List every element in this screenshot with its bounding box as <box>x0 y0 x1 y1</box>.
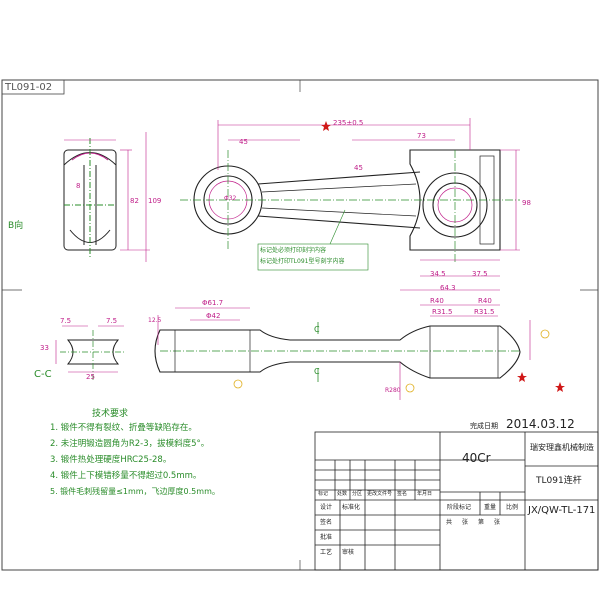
stage-mark-label: 阶段标记 <box>447 504 472 511</box>
dim-98: 98 <box>522 199 531 207</box>
company-name: 瑞安理鑫机械制造 <box>530 443 594 452</box>
weight-label: 重量 <box>484 504 497 511</box>
signature-label: 签名 <box>320 519 333 526</box>
dim-8: 8 <box>76 182 81 190</box>
dim-phi32: Φ32 <box>224 195 237 202</box>
sheet-unit-label-b: 张 <box>494 519 501 526</box>
dim-r31-5-a: R31.5 <box>432 308 453 316</box>
drawing-code: JX/QW-TL-171 <box>528 505 596 516</box>
row-label-date: 年月日 <box>417 491 433 497</box>
dim-64-3: 64.3 <box>440 284 456 292</box>
critical-markers <box>321 121 565 392</box>
standardization-label: 标准化 <box>342 504 361 511</box>
dim-7-5-b: 7.5 <box>106 317 118 325</box>
side-note-1: 标记处必须打印刻字内容 <box>260 247 327 254</box>
rod-top-view <box>180 118 520 291</box>
side-note-2: 标记处打印TL091型号刻字内容 <box>260 258 345 265</box>
c-c-section <box>55 325 126 380</box>
date-value: 2014.03.12 <box>506 417 575 431</box>
tech-req-item-4: 4. 锻件上下模错移量不得超过0.5mm。 <box>50 471 202 481</box>
dim-overall-length: 235±0.5 <box>333 119 364 127</box>
designer-label: 设计 <box>320 504 333 511</box>
drawing-number-tag: TL091-02 <box>5 82 53 93</box>
sheet-unit-label-a: 张 <box>462 519 469 526</box>
b-view <box>63 132 150 262</box>
dim-82: 82 <box>130 197 139 205</box>
tech-req-item-5: 5. 锻件毛刺残留量≤1mm，飞边厚度0.5mm。 <box>50 487 220 496</box>
dim-73: 73 <box>417 132 426 140</box>
sheet-total-label: 共 <box>446 519 453 526</box>
section-mark-bottom: C <box>314 367 320 376</box>
dim-45-top: 45 <box>239 138 248 146</box>
check-label: 审核 <box>342 549 355 556</box>
part-name: TL091连杆 <box>536 476 582 486</box>
dim-25: 25 <box>86 373 95 381</box>
tech-req-item-1: 1. 锻件不得有裂纹、折叠等缺陷存在。 <box>50 423 197 433</box>
dim-12-5: 12.5 <box>148 317 162 324</box>
b-view-label: B向 <box>8 221 24 231</box>
dim-34-5: 34.5 <box>430 270 446 278</box>
sheet-index-label: 第 <box>478 519 485 526</box>
process-label: 工艺 <box>320 549 333 556</box>
dim-r40-a: R40 <box>430 297 444 305</box>
dim-phi61-7: Φ61.7 <box>202 299 224 307</box>
dim-phi42: Φ42 <box>206 312 221 320</box>
scale-label: 比例 <box>506 504 519 511</box>
row-label-count: 处数 <box>337 491 348 497</box>
row-label-zone: 分区 <box>352 491 363 497</box>
rod-side-view <box>154 304 550 400</box>
tech-req-title: 技术要求 <box>92 409 129 419</box>
material: 40Cr <box>462 451 491 465</box>
number-tag-box <box>1 79 65 95</box>
row-label-file: 更改文件号 <box>367 491 393 497</box>
date-label: 完成日期 <box>470 422 498 430</box>
dim-37-5: 37.5 <box>472 270 488 278</box>
dim-r280: R280 <box>385 387 401 394</box>
row-label-sign: 签名 <box>397 491 408 497</box>
dim-45-mid: 45 <box>354 164 363 172</box>
dim-r40-b: R40 <box>478 297 492 305</box>
tech-req-item-2: 2. 未注明锻造圆角为R2-3，拔模斜度5°。 <box>50 439 210 449</box>
c-c-section-label: C-C <box>34 369 52 380</box>
tech-req-item-3: 3. 锻件热处理硬度HRC25-28。 <box>50 455 172 465</box>
approve-label: 批准 <box>320 534 333 541</box>
dim-33: 33 <box>40 344 49 352</box>
dim-r31-5-b: R31.5 <box>474 308 495 316</box>
section-mark-top: C <box>314 325 320 334</box>
dim-109: 109 <box>148 197 162 205</box>
title-block <box>314 431 599 571</box>
row-label-mark: 标记 <box>318 491 329 497</box>
dim-7-5-a: 7.5 <box>60 317 72 325</box>
